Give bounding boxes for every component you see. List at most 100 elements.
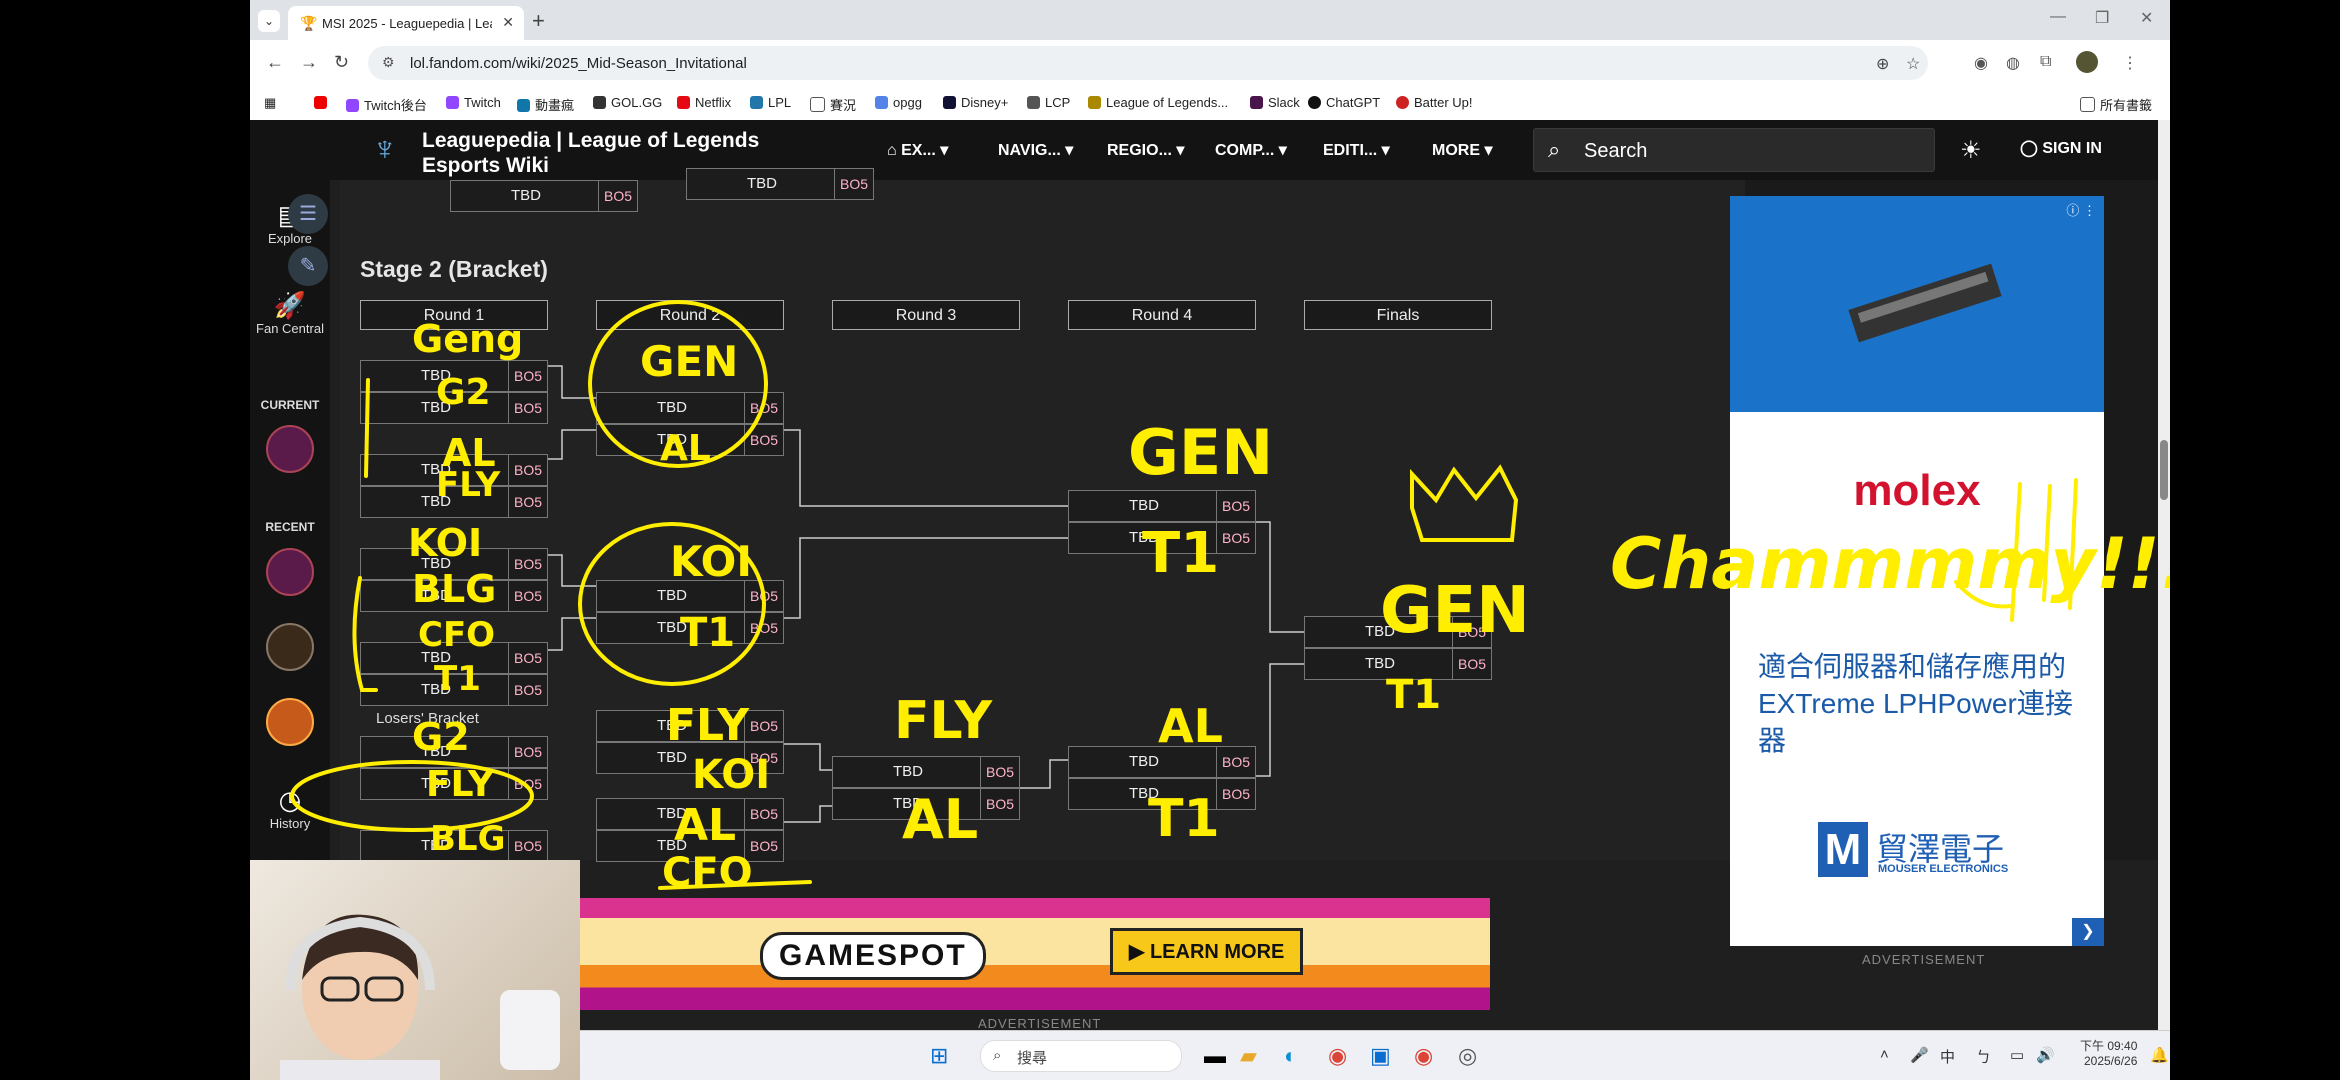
recent-wiki-3[interactable] [250, 698, 330, 746]
current-wiki[interactable] [250, 425, 330, 473]
profile-avatar[interactable] [2076, 51, 2098, 73]
round-header: Round 4 [1068, 300, 1256, 330]
bookmark-item[interactable]: Disney+ [943, 95, 1008, 110]
round-header: Round 3 [832, 300, 1020, 330]
menu-explore[interactable]: ⌂ EX... ▾ [887, 142, 949, 159]
recent-wiki-2[interactable] [250, 623, 330, 671]
chrome-icon[interactable]: ◉ [1328, 1043, 1348, 1068]
bookmark-item[interactable]: League of Legends... [1088, 95, 1228, 110]
menu-regions[interactable]: REGIO... ▾ [1107, 142, 1185, 159]
recent-label: RECENT [265, 520, 315, 534]
history-button[interactable]: ◷ History [250, 785, 330, 831]
close-window-icon[interactable]: ✕ [2140, 10, 2154, 27]
toolbar: ← → ↻ ⚙ lol.fandom.com/wiki/2025_Mid-Sea… [250, 40, 2170, 86]
bookmark-item[interactable]: Slack [1250, 95, 1300, 110]
toc-icon[interactable]: ☰ [288, 194, 328, 234]
adchoices-icon[interactable]: ⓘ ⋮ [2066, 203, 2096, 218]
back-icon[interactable]: ← [266, 52, 284, 72]
round-header: Finals [1304, 300, 1492, 330]
recent-wiki-1[interactable] [250, 548, 330, 596]
minimize-icon[interactable]: — [2050, 8, 2066, 25]
menu-competitions[interactable]: COMP... ▾ [1215, 142, 1287, 159]
all-bookmarks-folder[interactable]: 所有書籤 [2080, 95, 2152, 114]
tray-chevron-icon[interactable]: ˄ [1880, 1046, 1889, 1063]
extension-icon-2[interactable]: ◍ [2006, 55, 2020, 72]
losers-bracket-label: Losers' Bracket [376, 710, 479, 727]
gamespot-logo: GAMESPOT [760, 932, 986, 980]
windows-start-icon[interactable]: ⊞ [930, 1043, 949, 1068]
bookmark-item[interactable]: GOL.GG [593, 95, 662, 110]
bookmark-folder[interactable]: 賽況 [810, 95, 856, 114]
site-info-icon[interactable]: ⚙ [382, 54, 395, 70]
new-tab-button[interactable]: + [532, 8, 545, 33]
edit-pencil-icon[interactable]: ✎ [288, 246, 328, 286]
bookmark-item[interactable]: Batter Up! [1396, 95, 1473, 110]
bookmark-item[interactable]: LPL [750, 95, 791, 110]
fan-central-button[interactable]: 🚀 Fan Central [250, 290, 330, 336]
bookmark-item[interactable]: ChatGPT [1308, 95, 1380, 110]
tab-search-button[interactable]: ⌄ [258, 10, 280, 32]
notification-icon[interactable]: 🔔 [2150, 1047, 2169, 1064]
ime-mode-icon[interactable]: ㄅ [1976, 1049, 1992, 1066]
bookmark-item[interactable]: Netflix [677, 95, 731, 110]
volume-icon[interactable]: 🔊 [2036, 1047, 2055, 1064]
restore-icon[interactable]: ❐ [2095, 10, 2110, 27]
mouser-logo: M 貿澤電子 MOUSER ELECTRONICS [1818, 822, 2038, 882]
wiki-title[interactable]: Leaguepedia | League of Legends Esports … [422, 129, 760, 177]
edge-icon[interactable]: ◐ [1284, 1043, 1298, 1068]
youtube-bookmark[interactable] [314, 95, 332, 110]
ad-label: ADVERTISEMENT [1862, 952, 1986, 967]
store-icon[interactable]: ▣ [1370, 1043, 1391, 1068]
chrome-active-icon[interactable]: ◉ [1414, 1043, 1434, 1068]
menu-editing[interactable]: EDITI... ▾ [1323, 142, 1390, 159]
tab-bar: ⌄ 🏆 MSI 2025 - Leaguepedia | Lea ✕ + — ❐… [250, 0, 2170, 40]
molex-ad[interactable]: ⓘ ⋮ molex 適合伺服器和儲存應用的EXTreme LPHPower連接器… [1730, 196, 2104, 946]
taskbar-search[interactable]: ⌕搜尋 [980, 1040, 1182, 1072]
bookmark-item[interactable]: opgg [875, 95, 922, 110]
apps-grid-icon[interactable]: ▦ [264, 95, 277, 110]
tab-active[interactable]: 🏆 MSI 2025 - Leaguepedia | Lea ✕ [288, 6, 524, 40]
search-input[interactable]: ⌕ Search [1533, 128, 1935, 172]
round-header: Round 1 [360, 300, 548, 330]
gamespot-ad[interactable]: GAMESPOT ▶ LEARN MORE [580, 898, 1490, 1010]
molex-logo: molex [1853, 466, 1981, 515]
sign-in-button[interactable]: ◯ SIGN IN [2020, 140, 2102, 157]
bookmark-star-icon[interactable]: ☆ [1906, 56, 1921, 73]
bookmark-item[interactable]: LCP [1027, 95, 1070, 110]
obs-icon[interactable]: ◎ [1458, 1043, 1478, 1068]
learn-more-button[interactable]: ▶ LEARN MORE [1110, 928, 1304, 975]
address-bar[interactable]: ⚙ lol.fandom.com/wiki/2025_Mid-Season_In… [368, 46, 1928, 80]
network-icon[interactable]: ▭ [2010, 1047, 2025, 1064]
leaguepedia-favicon-icon: 🏆 [300, 15, 318, 31]
menu-navigation[interactable]: NAVIG... ▾ [998, 142, 1074, 159]
bracket-connectors [548, 365, 1304, 823]
ime-indicator[interactable]: 中 [1940, 1049, 1956, 1066]
mic-icon[interactable]: 🎤 [1910, 1047, 1929, 1064]
bookmark-item[interactable]: Twitch後台 [346, 95, 427, 114]
forward-icon[interactable]: → [300, 52, 318, 72]
ad-label: ADVERTISEMENT [978, 1016, 1102, 1031]
leaguepedia-logo-icon[interactable]: ♆ [372, 130, 398, 168]
file-explorer-icon[interactable]: ▰ [1240, 1043, 1257, 1068]
close-tab-icon[interactable]: ✕ [502, 14, 514, 30]
extensions-puzzle-icon[interactable]: ⧉ [2040, 53, 2052, 70]
chrome-menu-icon[interactable]: ⋮ [2122, 55, 2138, 72]
reload-icon[interactable]: ↻ [334, 52, 350, 72]
zoom-icon[interactable]: ⊕ [1876, 56, 1890, 73]
task-view-icon[interactable]: ▬ [1204, 1043, 1226, 1068]
extension-icon[interactable]: ◉ [1974, 55, 1988, 72]
theme-toggle-icon[interactable]: ☀ [1960, 137, 1982, 164]
bookmark-item[interactable]: Twitch [446, 95, 501, 110]
scrollbar[interactable] [2158, 120, 2170, 1030]
bookmark-item[interactable]: 動畫瘋 [517, 95, 574, 114]
browser-window: ⌄ 🏆 MSI 2025 - Leaguepedia | Lea ✕ + — ❐… [250, 0, 2170, 1080]
ad-next-icon[interactable]: ❯ [2072, 918, 2104, 946]
menu-more[interactable]: MORE ▾ [1432, 142, 1493, 159]
